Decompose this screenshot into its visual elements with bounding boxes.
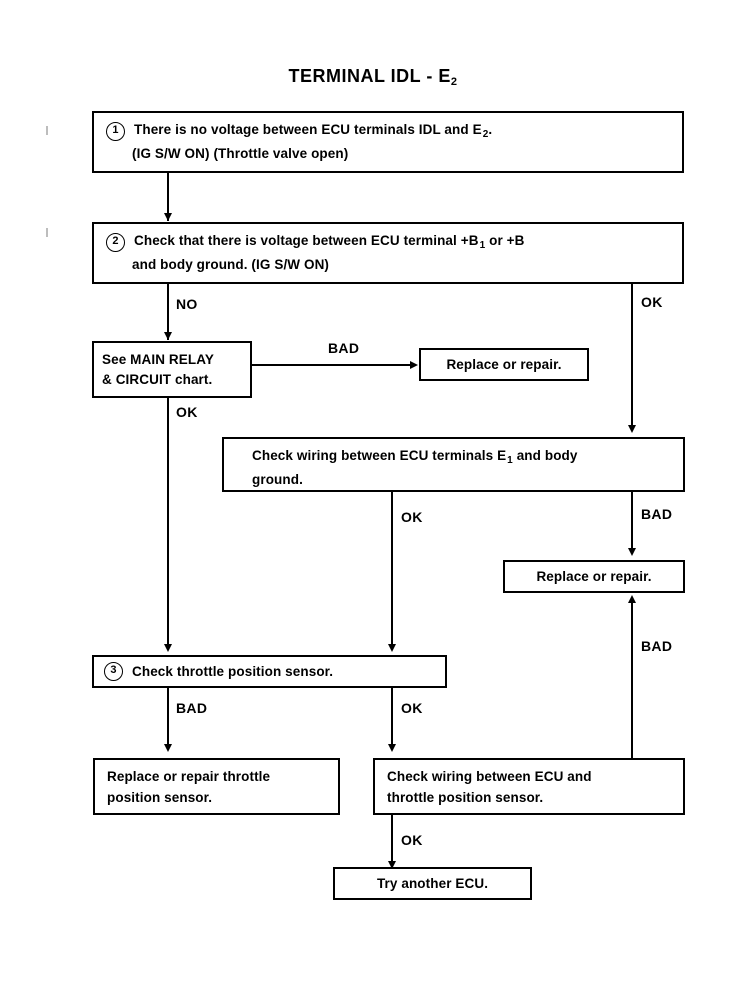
edge-label-bad-checke1: BAD xyxy=(641,506,673,522)
node-replace-tps-line1: Replace or repair throttle xyxy=(107,768,271,784)
node-step1-line2-text: (IG S/W ON) (Throttle valve open) xyxy=(132,146,349,161)
node-replace-repair-2: Replace or repair. xyxy=(503,560,685,593)
margin-tick xyxy=(46,228,48,237)
edge-tpswiring-replace2-arrowhead xyxy=(628,595,636,603)
node-step1-line1-text: There is no voltage between ECU terminal… xyxy=(134,122,482,137)
node-step1-line1: 1 There is no voltage between ECU termina… xyxy=(106,119,672,143)
node-check-tps-wiring: Check wiring between ECU and throttle po… xyxy=(373,758,685,815)
node-replace-repair-2-text: Replace or repair. xyxy=(536,568,652,584)
node-replace-repair-1-text: Replace or repair. xyxy=(446,356,562,372)
edge-tpswiring-tryecu-arrowhead xyxy=(388,861,396,869)
edge-step1-step2-arrowhead xyxy=(164,213,172,221)
edge-step3-replacetps-arrowhead xyxy=(164,744,172,752)
node-check-e1-line1-subscript: 1 xyxy=(507,455,513,466)
edge-mainrelay-step3 xyxy=(167,398,169,650)
node-step2-line1-suffix: or +B xyxy=(485,233,525,248)
edge-step3-tpswiring xyxy=(391,688,393,750)
edge-checke1-replace2-arrowhead xyxy=(628,548,636,556)
node-check-tps-wiring-line1: Check wiring between ECU and xyxy=(387,768,592,784)
edge-checke1-replace2 xyxy=(631,492,633,554)
node-step1-line1-subscript: 2 xyxy=(482,129,489,140)
page-title-text: TERMINAL IDL - E xyxy=(288,66,451,86)
edge-mainrelay-replace1-arrowhead xyxy=(410,361,418,369)
node-step2-line1: 2 Check that there is voltage between ECU… xyxy=(106,230,672,254)
node-try-another-ecu-text: Try another ECU. xyxy=(376,875,489,891)
node-check-e1-line1-suffix: and body xyxy=(512,448,578,463)
node-step2-line1-text: Check that there is voltage between ECU … xyxy=(134,233,479,248)
node-step2-line1-subscript: 1 xyxy=(479,240,486,251)
edge-checke1-step3 xyxy=(391,492,393,650)
node-step3-text: Check throttle position sensor. xyxy=(132,663,334,679)
page-title-subscript: 2 xyxy=(450,76,458,88)
node-step3: 3 Check throttle position sensor. xyxy=(92,655,447,688)
edge-step2-checke1 xyxy=(631,284,633,430)
node-check-e1-line1-text: Check wiring between ECU terminals E xyxy=(252,448,507,463)
node-main-relay-line2: & CIRCUIT chart. xyxy=(102,371,213,387)
step-number-2: 2 xyxy=(106,233,125,252)
edge-label-ok-step2: OK xyxy=(641,294,663,310)
edge-mainrelay-replace1 xyxy=(252,364,414,366)
node-main-relay: See MAIN RELAY & CIRCUIT chart. xyxy=(92,341,252,398)
node-replace-repair-1: Replace or repair. xyxy=(419,348,589,381)
node-replace-tps: Replace or repair throttle position sens… xyxy=(93,758,340,815)
edge-step3-replacetps xyxy=(167,688,169,750)
node-check-e1-line1: Check wiring between ECU terminals E1 an… xyxy=(236,445,673,469)
edge-step2-checke1-arrowhead xyxy=(628,425,636,433)
edge-step1-step2 xyxy=(167,173,169,221)
node-step1: 1 There is no voltage between ECU termina… xyxy=(92,111,684,173)
node-check-e1-ground: Check wiring between ECU terminals E1 an… xyxy=(222,437,685,492)
edge-step3-tpswiring-arrowhead xyxy=(388,744,396,752)
edge-label-bad-replace2: BAD xyxy=(641,638,673,654)
node-step2-line2-text: and body ground. (IG S/W ON) xyxy=(132,257,330,272)
page-title: TERMINAL IDL - E2 xyxy=(0,66,746,88)
edge-label-bad-step3: BAD xyxy=(176,700,208,716)
margin-tick xyxy=(46,126,48,135)
edge-label-ok-step3: OK xyxy=(401,700,423,716)
node-step2: 2 Check that there is voltage between ECU… xyxy=(92,222,684,284)
step-number-3: 3 xyxy=(104,662,123,681)
node-main-relay-line1: See MAIN RELAY xyxy=(102,351,214,367)
node-step1-line1-suffix: . xyxy=(488,122,493,137)
edge-label-ok-checke1: OK xyxy=(401,509,423,525)
node-check-tps-wiring-line2: throttle position sensor. xyxy=(387,789,544,805)
node-step1-line2: (IG S/W ON) (Throttle valve open) xyxy=(106,143,672,165)
edge-label-bad-mainrelay: BAD xyxy=(328,340,360,356)
edge-mainrelay-step3-arrowhead xyxy=(164,644,172,652)
node-try-another-ecu: Try another ECU. xyxy=(333,867,532,900)
edge-step2-mainrelay-arrowhead xyxy=(164,332,172,340)
edge-label-no: NO xyxy=(176,296,198,312)
node-step2-line2: and body ground. (IG S/W ON) xyxy=(106,254,672,276)
node-replace-tps-line2: position sensor. xyxy=(107,789,213,805)
edge-tpswiring-replace2 xyxy=(631,601,633,760)
edge-checke1-step3-arrowhead xyxy=(388,644,396,652)
edge-label-ok-tpswiring: OK xyxy=(401,832,423,848)
edge-tpswiring-tryecu xyxy=(391,815,393,867)
edge-step2-mainrelay xyxy=(167,284,169,340)
step-number-1: 1 xyxy=(106,122,125,141)
edge-label-ok-mainrelay: OK xyxy=(176,404,198,420)
node-check-e1-line2: ground. xyxy=(252,472,303,487)
